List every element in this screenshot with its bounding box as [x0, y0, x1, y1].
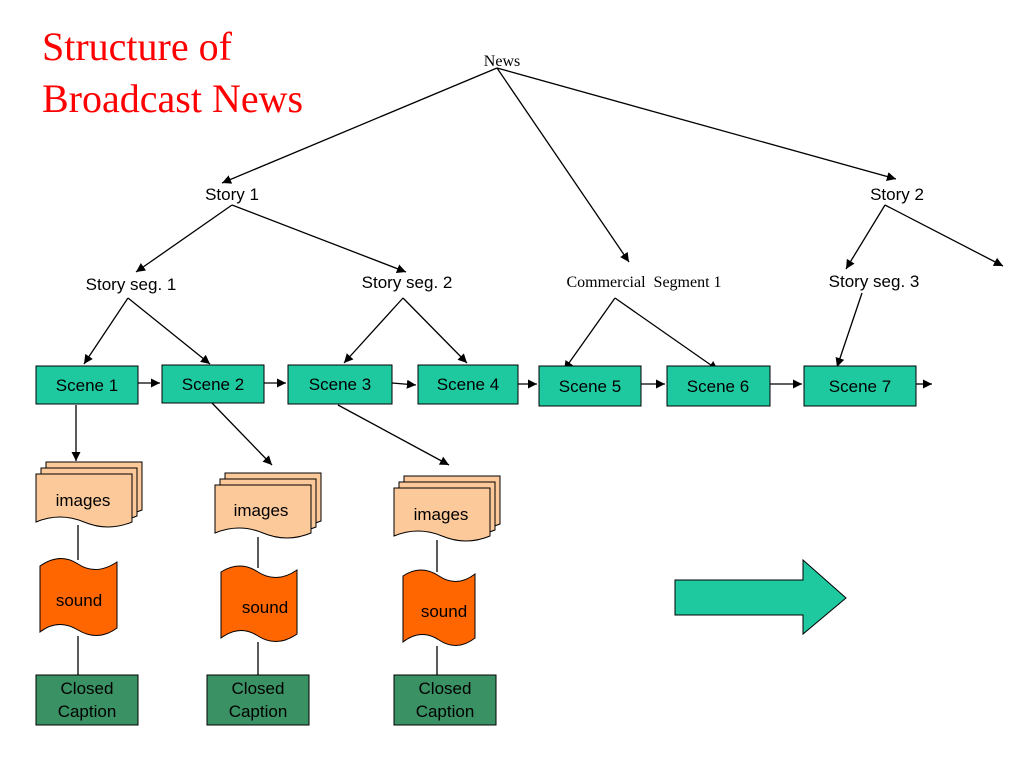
scene-2-label: Scene 2: [182, 375, 244, 394]
media-column-3: images sound Closed Caption: [393, 475, 501, 726]
scene-7-box: [803, 365, 917, 407]
images-stack-2: images: [214, 472, 322, 539]
media-connectors: [77, 525, 438, 675]
scene-1-box: [35, 365, 139, 405]
sound-2: sound: [220, 565, 298, 642]
node-story-2: Story 2: [870, 185, 924, 204]
closed-caption-1-line-2: Caption: [58, 702, 117, 721]
scene-6-label: Scene 6: [687, 377, 749, 396]
scene-media-arrows: [71, 402, 450, 466]
images-label-2: images: [234, 501, 289, 520]
page-title-line-1: Structure of: [42, 24, 233, 69]
node-story-1: Story 1: [205, 185, 259, 204]
media-column-1: images sound Closed Caption: [35, 461, 143, 726]
closed-caption-2-line-2: Caption: [229, 702, 288, 721]
node-commercial-segment-1: Commercial Segment 1: [566, 274, 721, 291]
tree-edges: [83, 67, 1004, 371]
scene-2: Scene 2: [161, 364, 265, 404]
images-label-3: images: [414, 505, 469, 524]
sound-label-3: sound: [421, 602, 467, 621]
images-stack-3: images: [393, 475, 501, 542]
node-story-seg-3: Story seg. 3: [829, 272, 920, 291]
scene-1: Scene 1: [35, 365, 139, 405]
scene-7: Scene 7: [803, 365, 917, 407]
closed-caption-1: Closed Caption: [35, 674, 139, 726]
node-news: News: [484, 53, 520, 70]
scene-6-box: [666, 365, 771, 407]
node-story-seg-2: Story seg. 2: [362, 273, 453, 292]
closed-caption-2: Closed Caption: [206, 674, 310, 726]
scene-6: Scene 6: [666, 365, 771, 407]
scene-5-box: [538, 365, 642, 407]
sound-3: sound: [402, 569, 476, 646]
images-stack-1: images: [35, 461, 143, 528]
scene-1-label: Scene 1: [56, 376, 118, 395]
scene-3: Scene 3: [287, 364, 393, 405]
scene-7-label: Scene 7: [829, 377, 891, 396]
closed-caption-3-line-2: Caption: [416, 702, 475, 721]
sound-1: sound: [39, 558, 118, 636]
closed-caption-1-line-1: Closed: [61, 679, 114, 698]
closed-caption-3-line-1: Closed: [419, 679, 472, 698]
sound-label-2: sound: [242, 598, 288, 617]
scene-4-label: Scene 4: [437, 375, 499, 394]
scene-5-label: Scene 5: [559, 377, 621, 396]
scene-3-label: Scene 3: [309, 375, 371, 394]
scene-5: Scene 5: [538, 365, 642, 407]
node-story-seg-1: Story seg. 1: [86, 275, 177, 294]
closed-caption-2-line-1: Closed: [232, 679, 285, 698]
scene-chain-arrows: [138, 378, 932, 389]
media-column-2: images sound Closed Caption: [206, 472, 322, 726]
closed-caption-3: Closed Caption: [393, 674, 497, 726]
images-label-1: images: [56, 491, 111, 510]
scene-3-box: [287, 364, 393, 405]
page-title-line-2: Broadcast News: [42, 76, 303, 121]
sound-label-1: sound: [56, 591, 102, 610]
scene-2-box: [161, 364, 265, 404]
scene-4: Scene 4: [417, 364, 519, 405]
right-arrow-icon: [674, 558, 847, 636]
scene-4-box: [417, 364, 519, 405]
